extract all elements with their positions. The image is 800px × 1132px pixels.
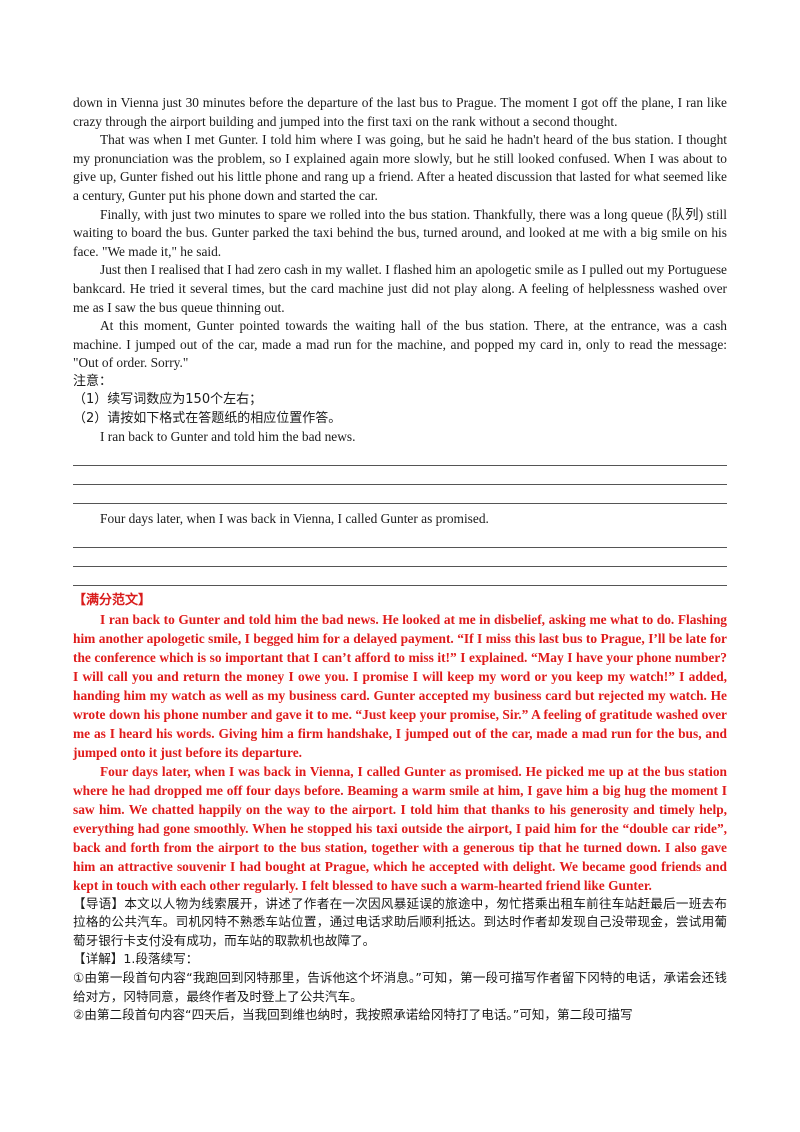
notes-item-1: （1）续写词数应为150个左右； [73, 392, 263, 408]
sample-essay-paragraph-1: I ran back to Gunter and told him the ba… [73, 611, 727, 760]
detail-point-2: ②由第二段首句内容“四天后，当我回到维也纳时，我按照承诺给冈特打了电话。”可知，… [73, 1007, 633, 1023]
passage-paragraph-3: Finally, with just two minutes to spare … [73, 206, 727, 259]
continuation-prompt-2: Four days later, when I was back in Vien… [100, 511, 489, 526]
sample-essay-heading: 【满分范文】 [73, 592, 152, 608]
answer-line [73, 485, 727, 504]
sample-essay-paragraph-2: Four days later, when I was back in Vien… [73, 763, 727, 893]
document-page: down in Vienna just 30 minutes before th… [73, 94, 727, 1025]
passage-paragraph-1: down in Vienna just 30 minutes before th… [73, 95, 727, 129]
passage-paragraph-4: Just then I realised that I had zero cas… [73, 262, 727, 315]
answer-line [73, 447, 727, 466]
answer-line [73, 548, 727, 567]
answer-line [73, 529, 727, 548]
answer-line [73, 466, 727, 485]
notes-title: 注意： [73, 373, 113, 389]
guide-text: 【导语】本文以人物为线索展开，讲述了作者在一次因风暴延误的旅途中，匆忙搭乘出租车… [73, 895, 727, 948]
continuation-prompt-1: I ran back to Gunter and told him the ba… [100, 429, 356, 445]
answer-line [73, 567, 727, 586]
passage-paragraph-5: At this moment, Gunter pointed towards t… [73, 318, 727, 371]
notes-item-2: （2）请按如下格式在答题纸的相应位置作答。 [73, 410, 342, 426]
detail-heading: 【详解】1.段落续写： [73, 951, 199, 967]
passage-paragraph-2: That was when I met Gunter. I told him w… [73, 132, 727, 203]
detail-point-1: ①由第一段首句内容“我跑回到冈特那里，告诉他这个坏消息。”可知，第一段可描写作者… [73, 969, 727, 1004]
